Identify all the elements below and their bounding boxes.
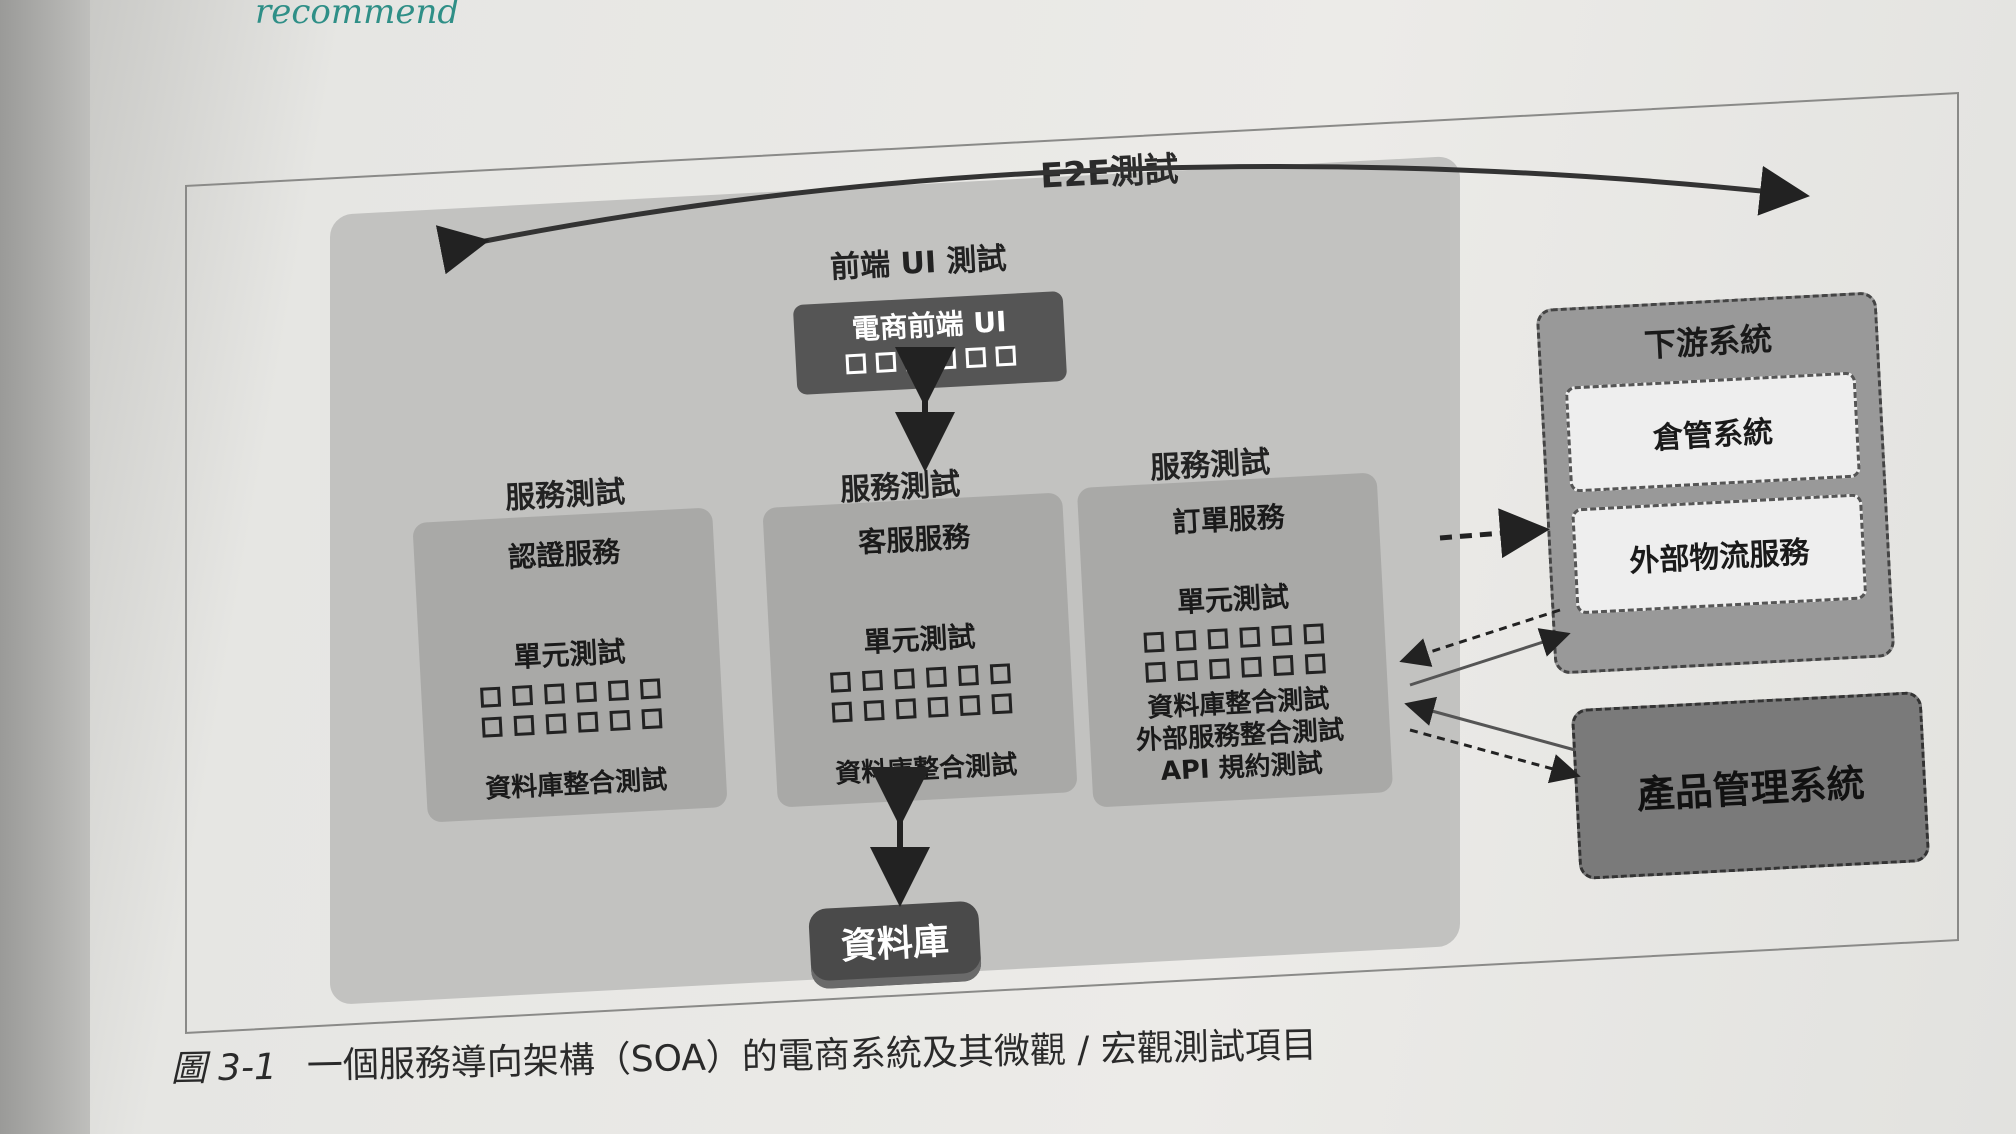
logistics-solid-arrow: [1409, 628, 1571, 687]
figure-number: 圖 3-1: [170, 1046, 278, 1090]
e2e-arrow: [435, 163, 1810, 275]
logistics-dashed-arrow: [1399, 608, 1561, 667]
handwritten-note: recommend: [255, 0, 460, 32]
product-solid-arrow: [1404, 696, 1576, 752]
product-dashed-arrow: [1409, 728, 1581, 784]
order-to-downstream-arrow: [1439, 508, 1550, 559]
